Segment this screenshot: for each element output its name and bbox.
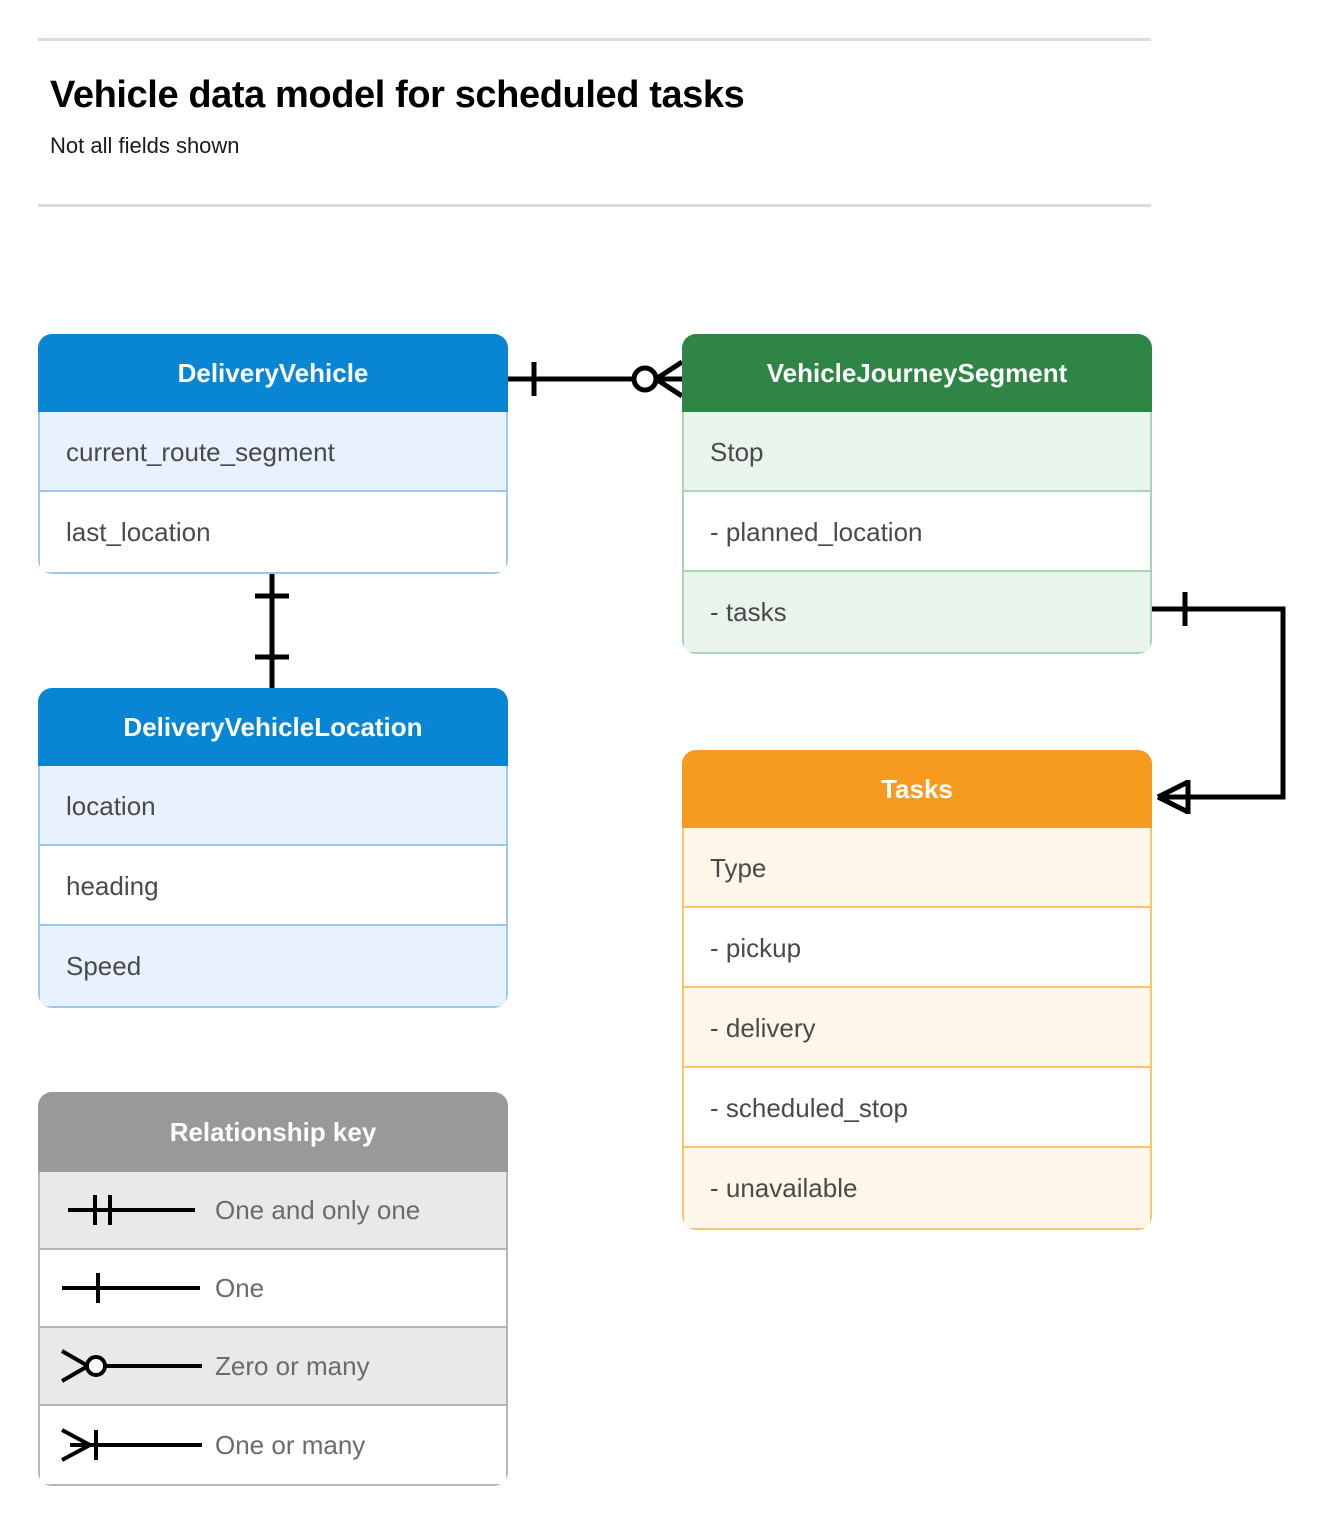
field-row[interactable]: - scheduled_stop bbox=[684, 1068, 1150, 1148]
rel-crow-upper-tasks bbox=[1156, 779, 1190, 800]
field-row[interactable]: - tasks bbox=[684, 572, 1150, 652]
legend-label: One and only one bbox=[215, 1194, 421, 1225]
entity-delivery-vehicle-location[interactable]: DeliveryVehicleLocation location heading… bbox=[38, 688, 508, 1008]
field-row[interactable]: location bbox=[40, 766, 506, 846]
legend-row-one-or-many: One or many bbox=[40, 1406, 506, 1484]
legend-label: Zero or many bbox=[215, 1350, 370, 1381]
rel-zero-circle-journey bbox=[631, 365, 659, 393]
legend-label: One bbox=[215, 1272, 265, 1303]
one-and-only-one-icon bbox=[40, 1171, 215, 1249]
field-row[interactable]: - delivery bbox=[684, 988, 1150, 1068]
entity-vehicle-journey-segment[interactable]: VehicleJourneySegment Stop - planned_loc… bbox=[682, 334, 1152, 654]
entity-title-vehicle-journey-segment: VehicleJourneySegment bbox=[682, 334, 1152, 412]
field-row[interactable]: Speed bbox=[40, 926, 506, 1006]
rel-path-tasks bbox=[1152, 606, 1286, 800]
page-title: Vehicle data model for scheduled tasks bbox=[50, 74, 745, 116]
field-row[interactable]: last_location bbox=[40, 492, 506, 572]
entity-title-delivery-vehicle-location: DeliveryVehicleLocation bbox=[38, 688, 508, 766]
top-divider bbox=[38, 38, 1151, 41]
field-row[interactable]: - unavailable bbox=[684, 1148, 1150, 1228]
field-row[interactable]: Stop bbox=[684, 412, 1150, 492]
entity-delivery-vehicle[interactable]: DeliveryVehicle current_route_segment la… bbox=[38, 334, 508, 574]
one-icon bbox=[40, 1249, 215, 1327]
legend-row-zero-or-many: Zero or many bbox=[40, 1328, 506, 1406]
entity-tasks[interactable]: Tasks Type - pickup - delivery - schedul… bbox=[682, 750, 1152, 1230]
zero-or-many-icon bbox=[40, 1327, 215, 1405]
one-or-many-icon bbox=[40, 1406, 215, 1484]
entity-rows-tasks: Type - pickup - delivery - scheduled_sto… bbox=[682, 828, 1152, 1230]
bottom-divider bbox=[38, 204, 1151, 207]
entity-rows-delivery-vehicle: current_route_segment last_location bbox=[38, 412, 508, 574]
rel-crow-lower-tasks bbox=[1156, 794, 1190, 815]
relationship-key-legend: Relationship key One and only one bbox=[38, 1092, 508, 1486]
field-row[interactable]: heading bbox=[40, 846, 506, 926]
legend-row-one-and-only-one: One and only one bbox=[40, 1172, 506, 1250]
legend-label: One or many bbox=[215, 1429, 366, 1460]
rel-crow-lower-journey bbox=[654, 376, 684, 399]
legend-rows: One and only one One bbox=[38, 1172, 508, 1486]
entity-title-delivery-vehicle: DeliveryVehicle bbox=[38, 334, 508, 412]
entity-rows-vehicle-journey-segment: Stop - planned_location - tasks bbox=[682, 412, 1152, 654]
legend-title: Relationship key bbox=[38, 1092, 508, 1172]
field-row[interactable]: - planned_location bbox=[684, 492, 1150, 572]
entity-title-tasks: Tasks bbox=[682, 750, 1152, 828]
page-subtitle: Not all fields shown bbox=[50, 133, 240, 158]
entity-rows-delivery-vehicle-location: location heading Speed bbox=[38, 766, 508, 1008]
field-row[interactable]: Type bbox=[684, 828, 1150, 908]
legend-row-one: One bbox=[40, 1250, 506, 1328]
rel-crow-upper-journey bbox=[654, 359, 684, 382]
field-row[interactable]: - pickup bbox=[684, 908, 1150, 988]
field-row[interactable]: current_route_segment bbox=[40, 412, 506, 492]
